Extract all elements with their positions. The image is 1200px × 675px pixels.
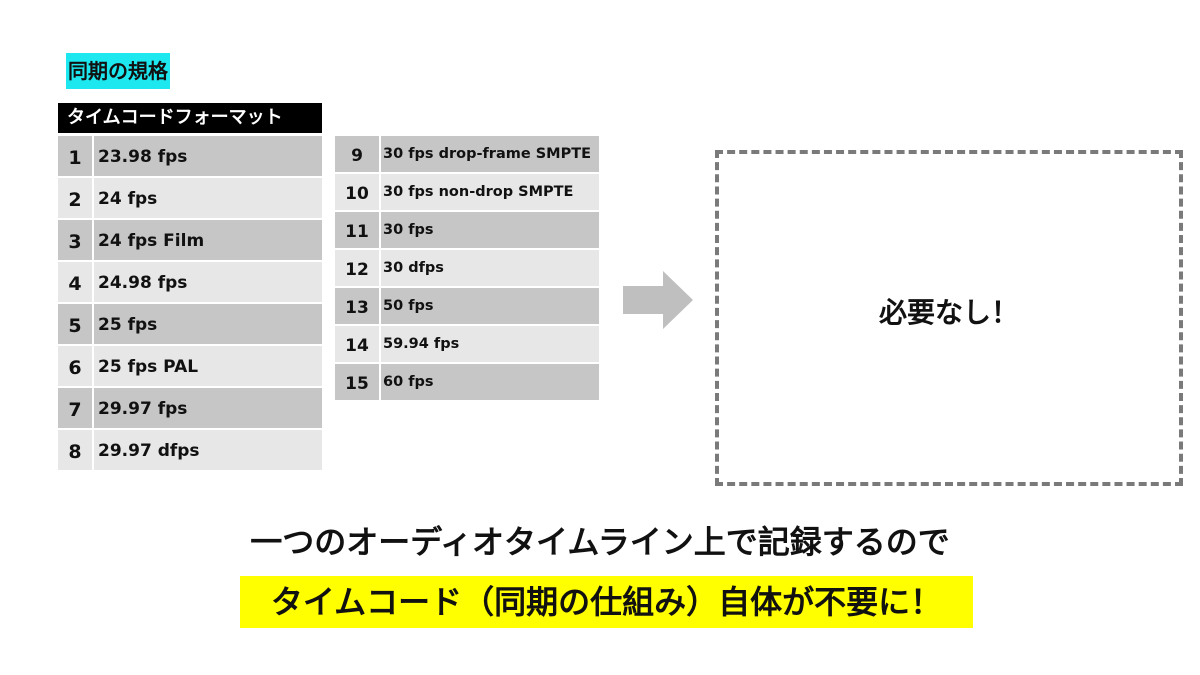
row-value: 25 fps [98, 315, 158, 335]
table-row: 11 30 fps [335, 212, 599, 250]
row-number: 5 [58, 304, 94, 344]
row-value: 29.97 dfps [98, 441, 200, 461]
row-value: 30 fps [383, 222, 434, 238]
table-row: 9 30 fps drop-frame SMPTE [335, 136, 599, 174]
row-value: 30 dfps [383, 260, 444, 276]
row-number: 3 [58, 220, 94, 260]
row-number: 11 [335, 212, 381, 248]
table-row: 1 23.98 fps [58, 136, 322, 178]
row-value: 24.98 fps [98, 273, 188, 293]
table-row: 13 50 fps [335, 288, 599, 326]
table-title: タイムコードフォーマット [58, 103, 322, 133]
row-value: 30 fps drop-frame SMPTE [383, 146, 592, 162]
row-number: 8 [58, 430, 94, 470]
row-value: 23.98 fps [98, 147, 188, 167]
table-row: 14 59.94 fps [335, 326, 599, 364]
table-row: 10 30 fps non-drop SMPTE [335, 174, 599, 212]
row-number: 9 [335, 136, 381, 172]
section-heading: 同期の規格 [66, 53, 170, 89]
table-row: 4 24.98 fps [58, 262, 322, 304]
row-value: 59.94 fps [383, 336, 460, 352]
row-value: 24 fps [98, 189, 158, 209]
result-box: 必要なし！ [715, 150, 1183, 486]
table-row: 12 30 dfps [335, 250, 599, 288]
highlight-text: タイムコード（同期の仕組み）自体が不要に！ [240, 576, 973, 628]
row-number: 14 [335, 326, 381, 362]
caption-text: 一つのオーディオタイムライン上で記録するので [250, 523, 950, 561]
row-number: 15 [335, 364, 381, 400]
row-number: 12 [335, 250, 381, 286]
row-number: 4 [58, 262, 94, 302]
table-row: 5 25 fps [58, 304, 322, 346]
table-row: 7 29.97 fps [58, 388, 322, 430]
row-value: 24 fps Film [98, 231, 205, 251]
right-arrow-icon [623, 271, 693, 329]
row-number: 10 [335, 174, 381, 210]
row-value: 50 fps [383, 298, 434, 314]
format-column-1: 1 23.98 fps 2 24 fps 3 24 fps Film 4 24.… [58, 136, 322, 472]
row-value: 30 fps non-drop SMPTE [383, 184, 574, 200]
table-row: 3 24 fps Film [58, 220, 322, 262]
row-number: 7 [58, 388, 94, 428]
table-row: 2 24 fps [58, 178, 322, 220]
row-value: 25 fps PAL [98, 357, 199, 377]
table-row: 15 60 fps [335, 364, 599, 402]
row-number: 13 [335, 288, 381, 324]
format-column-2: 9 30 fps drop-frame SMPTE 10 30 fps non-… [335, 136, 599, 402]
table-row: 6 25 fps PAL [58, 346, 322, 388]
table-row: 8 29.97 dfps [58, 430, 322, 472]
row-number: 1 [58, 136, 94, 176]
row-value: 29.97 fps [98, 399, 188, 419]
result-text: 必要なし！ [878, 296, 1019, 329]
row-number: 6 [58, 346, 94, 386]
row-number: 2 [58, 178, 94, 218]
row-value: 60 fps [383, 374, 434, 390]
